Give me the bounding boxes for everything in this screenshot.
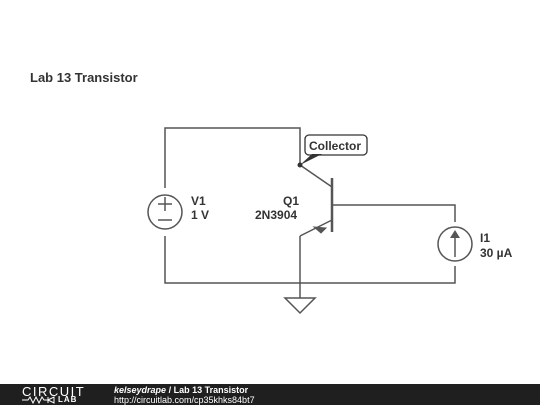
footer-title: Lab 13 Transistor [173,385,249,395]
current-arrow-icon [450,230,460,238]
v1-label: V1 [191,194,206,208]
collector-node [297,162,303,168]
v1-value: 1 V [191,208,209,222]
footer-url[interactable]: http://circuitlab.com/cp35khks84bt7 [114,395,255,405]
wire-bottom-left [164,236,300,284]
circuit-schematic: V1 1 V Q1 2N3904 I1 30 µA Collector [147,127,513,315]
annotation-text: Collector [309,139,361,153]
current-source-i1[interactable] [437,226,473,262]
footer-info: kelseydrape / Lab 13 Transistor http://c… [114,385,255,405]
wire-top [164,127,301,188]
wire-bottom-right [300,266,456,284]
logo-top-text: CIRCUIT [22,384,86,399]
logo-bottom-text: LAB [58,395,78,404]
ground-icon [283,297,317,315]
emitter-arrow-icon [312,226,328,234]
page-title: Lab 13 Transistor [30,70,138,85]
q1-model: 2N3904 [255,208,297,222]
resistor-wave-icon [22,396,55,404]
i1-value: 30 µA [480,246,513,260]
circuitlab-logo[interactable]: CIRCUIT LAB [22,384,94,405]
annotation-bubble[interactable] [304,134,368,156]
wire-base [332,204,456,222]
transistor-q1[interactable] [299,164,334,237]
i1-label: I1 [480,231,490,245]
footer-bar: CIRCUIT LAB kelseydrape / Lab 13 Transis… [0,384,540,405]
q1-label: Q1 [283,194,299,208]
annotation-pointer [300,154,322,165]
voltage-source-v1[interactable] [147,194,183,230]
footer-user[interactable]: kelseydrape [114,385,167,395]
footer-separator: / [168,385,172,395]
